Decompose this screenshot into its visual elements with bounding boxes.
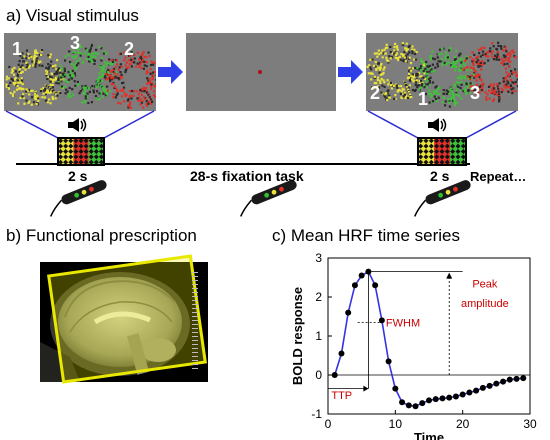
hrf-point <box>466 389 473 396</box>
hrf-point <box>338 350 345 357</box>
ring-number-left-2: 3 <box>70 33 81 53</box>
panel-b-title: b) Functional prescription <box>6 226 197 245</box>
hrf-point <box>486 382 493 389</box>
ring-number-left-3: 2 <box>124 39 135 59</box>
ttp-label: TTP <box>331 390 352 402</box>
hrf-point <box>405 402 412 409</box>
arrowhead <box>363 385 369 392</box>
hrf-point <box>493 380 500 387</box>
hrf-point <box>432 396 439 403</box>
hrf-point <box>385 358 392 365</box>
fixation-screen <box>186 33 336 111</box>
x-tick-label: 10 <box>389 417 403 431</box>
prescription-slab <box>47 254 207 384</box>
hrf-point <box>446 394 453 401</box>
checker-block-left <box>58 138 104 165</box>
mri-sagittal-image <box>40 254 208 384</box>
hrf-point <box>479 384 486 391</box>
arrow-right-icon <box>338 60 363 84</box>
y-tick-label: -1 <box>311 407 322 421</box>
checker-block-right <box>418 138 466 165</box>
hrf-point <box>399 399 406 406</box>
ring-red <box>462 41 522 103</box>
hrf-point <box>392 385 399 392</box>
response-pad-icon <box>50 180 107 217</box>
hrf-point <box>473 387 480 394</box>
hrf-point <box>513 375 520 382</box>
x-tick-label: 30 <box>523 417 537 431</box>
response-pad-icon <box>240 180 297 217</box>
hrf-point <box>372 282 379 289</box>
ring-number-right-2: 1 <box>418 89 429 109</box>
speaker-icon <box>68 118 87 132</box>
hrf-point <box>520 375 527 382</box>
panel-a-title: a) Visual stimulus <box>6 6 139 25</box>
ring-yellow <box>366 42 427 102</box>
hrf-point <box>506 376 513 383</box>
ring-number-right-1: 2 <box>370 83 381 103</box>
hrf-point <box>365 268 372 275</box>
hrf-point <box>439 395 446 402</box>
response-pad-icon <box>414 180 471 217</box>
stimulus-screen-right: 2 1 3 <box>366 33 522 111</box>
rings-right <box>366 41 522 108</box>
stim-duration-right: 2 s <box>430 168 450 184</box>
x-tick-label: 0 <box>325 417 332 431</box>
ring-number-right-3: 3 <box>470 83 481 103</box>
stim-duration-left: 2 s <box>68 168 88 184</box>
y-axis-label: BOLD response <box>290 287 305 385</box>
hrf-point <box>331 372 338 378</box>
hrf-point <box>358 272 365 279</box>
ring-yellow <box>5 49 66 106</box>
stimulus-screen-left: 1 3 2 <box>4 33 166 111</box>
hrf-point <box>412 403 419 410</box>
x-axis-label: Time <box>414 430 444 440</box>
timeline-diagram <box>5 110 517 217</box>
y-tick-label: 1 <box>315 329 322 343</box>
x-tick-label: 20 <box>456 417 470 431</box>
peak-label: Peak <box>472 278 498 290</box>
speaker-icon <box>428 118 447 132</box>
peak-label: amplitude <box>461 298 509 310</box>
panel-c-title: c) Mean HRF time series <box>272 226 460 245</box>
fixation-dot <box>258 70 262 74</box>
hrf-point <box>351 282 358 289</box>
hrf-point <box>378 317 385 324</box>
arrow-right-icon <box>158 60 183 84</box>
arrowhead <box>446 272 453 279</box>
hrf-point <box>426 397 432 404</box>
brain-slice <box>40 272 190 382</box>
fwhm-label: FWHM <box>386 317 420 329</box>
y-tick-label: 2 <box>315 290 322 304</box>
hrf-point <box>419 400 426 407</box>
fixation-label: 28-s fixation task <box>190 168 304 184</box>
hrf-point <box>459 391 466 398</box>
slice-marks <box>192 272 198 370</box>
ring-number-left-1: 1 <box>12 39 23 59</box>
hrf-point <box>500 378 507 385</box>
hrf-point <box>345 309 352 316</box>
hrf-point <box>452 393 459 400</box>
y-tick-label: 3 <box>315 251 322 265</box>
repeat-label: Repeat… <box>470 169 527 184</box>
y-tick-label: 0 <box>315 368 322 382</box>
